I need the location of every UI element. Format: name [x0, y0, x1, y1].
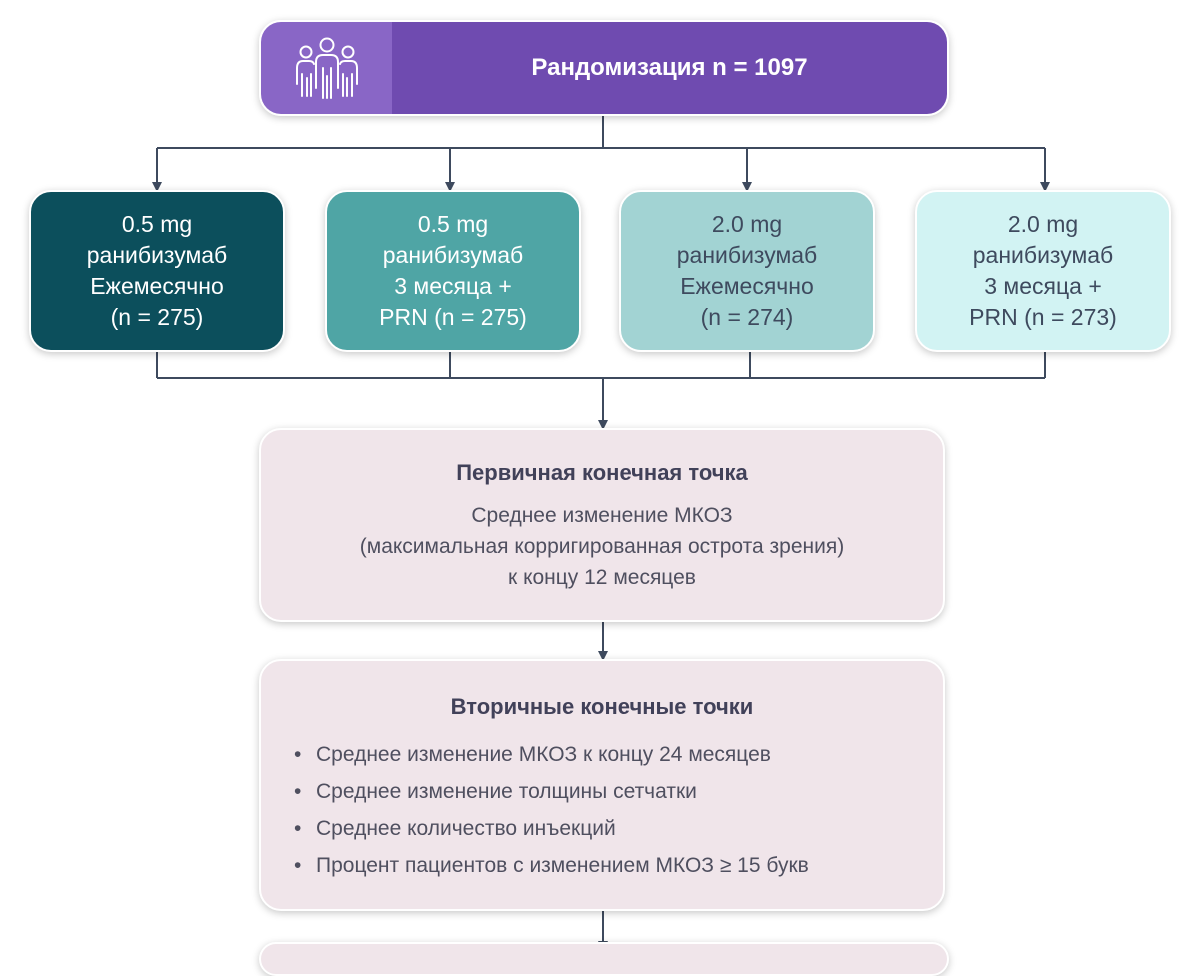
- next-stage-box: [259, 942, 949, 976]
- arm-1-drug: ранибизумаб: [86, 242, 228, 268]
- arm-4-drug: ранибизумаб: [972, 242, 1114, 268]
- randomization-title: Рандомизация n = 1097: [392, 22, 947, 114]
- arm-box-1: 0.5 mg ранибизумаб Ежемесячно (n = 275): [29, 190, 285, 352]
- arm-2-drug: ранибизумаб: [382, 242, 524, 268]
- secondary-endpoints-title: Вторичные конечные точки: [450, 694, 754, 719]
- arm-2-dose: 0.5 mg: [417, 211, 489, 237]
- bullet-icon: •: [294, 854, 302, 877]
- arm-box-2: 0.5 mg ранибизумаб 3 месяца + PRN (n = 2…: [325, 190, 581, 352]
- list-item-text: Среднее изменение толщины сетчатки: [316, 780, 697, 803]
- bullet-icon: •: [294, 817, 302, 840]
- arm-4-count: PRN (n = 273): [969, 304, 1117, 330]
- arm-box-3: 2.0 mg ранибизумаб Ежемесячно (n = 274): [619, 190, 875, 352]
- arm-1-regimen: Ежемесячно: [90, 273, 224, 299]
- randomization-box: Рандомизация n = 1097: [259, 20, 949, 116]
- list-item-text: Среднее изменение МКОЗ к концу 24 месяце…: [316, 743, 771, 766]
- arm-4-regimen: 3 месяца +: [984, 273, 1102, 299]
- secondary-endpoints-list: • Среднее изменение МКОЗ к концу 24 меся…: [261, 736, 943, 884]
- bullet-icon: •: [294, 743, 302, 766]
- arm-box-4: 2.0 mg ранибизумаб 3 месяца + PRN (n = 2…: [915, 190, 1171, 352]
- arm-3-drug: ранибизумаб: [676, 242, 818, 268]
- secondary-endpoints-box: Вторичные конечные точки • Среднее измен…: [259, 659, 945, 911]
- arm-2-count: PRN (n = 275): [379, 304, 527, 330]
- arm-1-count: (n = 275): [110, 304, 204, 330]
- primary-endpoint-title: Первичная конечная точка: [456, 460, 748, 485]
- primary-endpoint-line: (максимальная корригированная острота зр…: [359, 535, 845, 558]
- arm-4-dose: 2.0 mg: [1007, 211, 1079, 237]
- arm-1-dose: 0.5 mg: [121, 211, 193, 237]
- arm-3-count: (n = 274): [700, 304, 794, 330]
- arm-3-dose: 2.0 mg: [711, 211, 783, 237]
- primary-endpoint-box: Первичная конечная точка Среднее изменен…: [259, 428, 945, 622]
- bullet-icon: •: [294, 780, 302, 803]
- list-item-text: Процент пациентов с изменением МКОЗ ≥ 15…: [316, 854, 809, 877]
- list-item: • Среднее изменение МКОЗ к концу 24 меся…: [294, 736, 943, 773]
- arm-3-regimen: Ежемесячно: [680, 273, 814, 299]
- list-item: • Среднее изменение толщины сетчатки: [294, 773, 943, 810]
- list-item-text: Среднее количество инъекций: [316, 817, 616, 840]
- list-item: • Процент пациентов с изменением МКОЗ ≥ …: [294, 847, 943, 884]
- people-group-icon: [261, 22, 392, 114]
- flow-connectors: [152, 112, 1050, 950]
- primary-endpoint-line: Среднее изменение МКОЗ: [471, 504, 733, 527]
- arm-2-regimen: 3 месяца +: [394, 273, 512, 299]
- primary-endpoint-line: к концу 12 месяцев: [508, 566, 696, 589]
- list-item: • Среднее количество инъекций: [294, 810, 943, 847]
